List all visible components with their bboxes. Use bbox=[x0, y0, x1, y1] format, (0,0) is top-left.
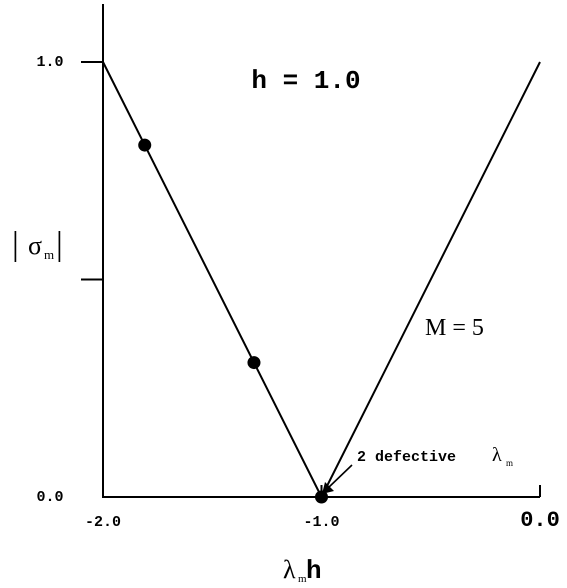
y-tick-label-2: 1.0 bbox=[36, 54, 63, 71]
data-point-2 bbox=[315, 490, 328, 504]
x-axis-label-symbol: λ bbox=[283, 555, 296, 584]
series-line-0 bbox=[102, 61, 541, 500]
y-axis-label-bar-left: | bbox=[12, 226, 19, 263]
x-tick-label-1: -1.0 bbox=[303, 514, 339, 531]
data-point-0 bbox=[138, 138, 152, 152]
series-lines bbox=[102, 61, 541, 500]
axis-ticks: 0.0 1.0 -2.0 -1.0 0.0 bbox=[36, 54, 559, 533]
x-tick-label-2: 0.0 bbox=[520, 508, 560, 533]
chart-title: h = 1.0 bbox=[251, 66, 360, 96]
x-axis-label-tail: h bbox=[306, 556, 322, 586]
y-tick-label-0: 0.0 bbox=[36, 489, 63, 506]
defective-annotation: 2 defective λ m bbox=[322, 444, 513, 494]
y-axis-label-subscript: m bbox=[44, 247, 54, 262]
data-point-1 bbox=[247, 356, 261, 370]
parameter-label: M = 5 bbox=[425, 315, 484, 341]
x-axis-label: λ m h bbox=[283, 555, 322, 586]
x-axis-label-subscript: m bbox=[298, 573, 307, 585]
x-tick-label-0: -2.0 bbox=[85, 514, 121, 531]
defective-lambda: λ bbox=[492, 444, 502, 466]
y-axis-label-symbol: σ bbox=[28, 231, 42, 260]
defective-arrow-head bbox=[322, 482, 334, 494]
y-axis-label-bar-right: | bbox=[56, 226, 63, 263]
series-points bbox=[138, 138, 328, 504]
defective-subscript: m bbox=[506, 458, 513, 468]
y-axis-label: | σ m | bbox=[12, 226, 63, 263]
defective-arrow-shaft bbox=[327, 464, 353, 489]
defective-label: 2 defective bbox=[357, 449, 456, 466]
